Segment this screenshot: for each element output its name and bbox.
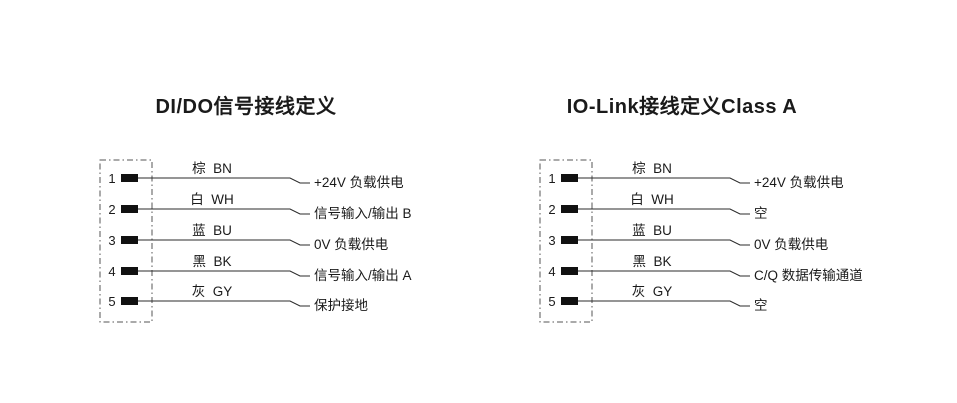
- diagram-title: IO-Link接线定义Class A: [567, 94, 798, 118]
- pin-connector: [121, 267, 138, 275]
- pin-number: 3: [548, 233, 555, 248]
- wire-function-label: 信号输入/输出 A: [314, 268, 412, 283]
- wire-line: [138, 177, 310, 184]
- wire-color-label: 蓝 BU: [192, 223, 232, 238]
- pin-row: 4 黑 BK C/Q 数据传输通道: [548, 254, 862, 283]
- wire-color-label: 白 WH: [630, 192, 674, 207]
- wire-function-label: 保护接地: [314, 297, 368, 313]
- pin-connector: [561, 267, 578, 275]
- wire-line: [578, 208, 750, 215]
- pin-number: 4: [108, 264, 115, 279]
- wire-function-label: 空: [754, 206, 768, 221]
- wire-line: [578, 300, 750, 307]
- diagram-io-link: IO-Link接线定义Class A 1 棕 BN +24V 负载供电 2 白 …: [539, 94, 863, 323]
- wire-line: [578, 239, 750, 246]
- connector-outline-box: [99, 159, 153, 323]
- wire-color-label: 灰 GY: [192, 284, 233, 299]
- pin-number: 1: [548, 171, 555, 186]
- pin-row: 1 棕 BN +24V 负载供电: [108, 161, 403, 190]
- wire-color-label: 棕 BN: [192, 161, 232, 176]
- pin-row: 1 棕 BN +24V 负载供电: [548, 161, 843, 190]
- pin-connector: [561, 174, 578, 182]
- pin-connector: [561, 236, 578, 244]
- pin-connector: [121, 236, 138, 244]
- wire-function-label: +24V 负载供电: [754, 175, 844, 190]
- wire-line: [138, 239, 310, 246]
- pin-row: 2 白 WH 空: [548, 192, 767, 221]
- pin-connector: [561, 297, 578, 305]
- pin-row: 3 蓝 BU 0V 负载供电: [108, 223, 388, 252]
- wire-line: [578, 177, 750, 184]
- wire-color-label: 蓝 BU: [632, 223, 672, 238]
- wire-function-label: 信号输入/输出 B: [314, 206, 412, 221]
- diagram-di-do: DI/DO信号接线定义 1 棕 BN +24V 负载供电 2 白 WH 信号输入…: [99, 94, 412, 323]
- connector-outline-box: [539, 159, 593, 323]
- wire-function-label: 空: [754, 298, 768, 313]
- pin-row: 2 白 WH 信号输入/输出 B: [108, 192, 411, 221]
- wire-color-label: 黑 BK: [192, 254, 231, 269]
- pin-row: 5 灰 GY 空: [548, 284, 767, 313]
- pin-number: 5: [548, 294, 555, 309]
- wire-function-label: 0V 负载供电: [314, 237, 388, 252]
- wire-function-label: +24V 负载供电: [314, 175, 404, 190]
- pin-number: 5: [108, 294, 115, 309]
- pin-row: 4 黑 BK 信号输入/输出 A: [108, 254, 411, 283]
- wire-color-label: 白 WH: [190, 192, 234, 207]
- wire-function-label: 0V 负载供电: [754, 237, 828, 252]
- pin-number: 4: [548, 264, 555, 279]
- pin-number: 2: [108, 202, 115, 217]
- wire-color-label: 黑 BK: [632, 254, 671, 269]
- pin-connector: [121, 205, 138, 213]
- pin-connector: [121, 174, 138, 182]
- pin-connector: [121, 297, 138, 305]
- wire-line: [578, 270, 750, 277]
- pin-number: 3: [108, 233, 115, 248]
- wire-line: [138, 208, 310, 215]
- pin-number: 1: [108, 171, 115, 186]
- pin-row: 3 蓝 BU 0V 负载供电: [548, 223, 828, 252]
- wire-line: [138, 270, 310, 277]
- wire-function-label: C/Q 数据传输通道: [754, 268, 863, 283]
- pin-row: 5 灰 GY 保护接地: [108, 284, 368, 313]
- diagram-title: DI/DO信号接线定义: [155, 94, 336, 118]
- pin-number: 2: [548, 202, 555, 217]
- wire-color-label: 棕 BN: [632, 161, 672, 176]
- wire-color-label: 灰 GY: [632, 284, 673, 299]
- wire-line: [138, 300, 310, 307]
- pin-connector: [561, 205, 578, 213]
